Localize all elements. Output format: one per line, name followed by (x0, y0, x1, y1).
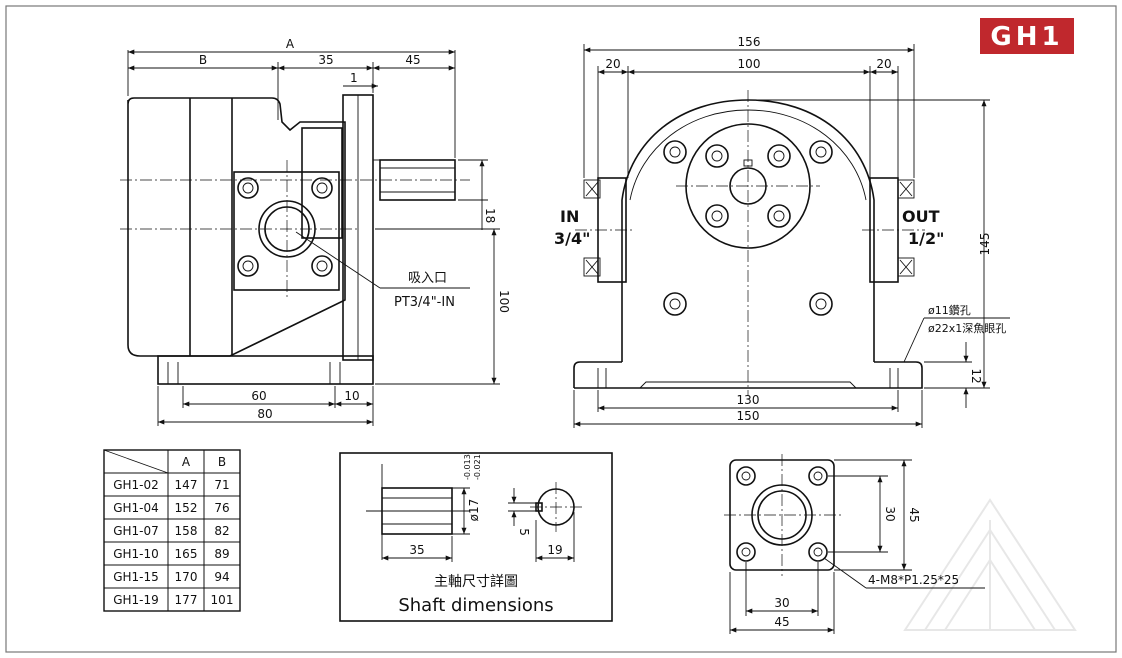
dim-130: 130 (737, 393, 760, 407)
in-size: 3/4" (554, 229, 590, 248)
shaft-detail: ø17 -0.013 -0.021 35 5 19 主軸尺寸詳圖 Shaft d… (339, 452, 613, 622)
hole-drill-label: ø11鑽孔 (928, 303, 971, 317)
dim-80: 80 (257, 407, 272, 421)
model-badge-text: GH1 (990, 22, 1063, 52)
front-bolts (663, 140, 833, 316)
dim-12: 12 (969, 368, 983, 383)
shaft-dia: ø17 (467, 499, 481, 522)
table-cell: GH1-10 (113, 547, 159, 561)
flange-dim-45-v: 45 (907, 507, 921, 522)
flange-dim-30-h: 30 (774, 596, 789, 610)
dim-10: 10 (344, 389, 359, 403)
table-header-cell: B (218, 455, 226, 469)
front-view: 156 20 100 20 IN 3/4" OUT 1/2" 145 12 ø1… (554, 35, 1010, 428)
side-view: A B 35 45 1 18 100 吸入口 PT3/4"-IN (120, 37, 511, 426)
table-cell: 71 (214, 478, 229, 492)
dim-60: 60 (251, 389, 266, 403)
table-cell: 89 (214, 547, 229, 561)
flange-bolt-label: 4-M8*P1.25*25 (868, 573, 959, 587)
watermark-logo (903, 498, 1077, 631)
table-cell: 94 (214, 570, 229, 584)
inlet-label-en: PT3/4"-IN (394, 295, 455, 310)
inlet-label-cn: 吸入口 (408, 271, 447, 286)
out-label: OUT (902, 207, 940, 226)
dim-45: 45 (405, 53, 420, 67)
shaft-dim-35: 35 (409, 543, 424, 557)
table-cell: 152 (175, 501, 198, 515)
table-cell: GH1-04 (113, 501, 159, 515)
table-cell: 82 (214, 524, 229, 538)
dim-20-right: 20 (876, 57, 891, 71)
flange-detail: 45 30 30 45 4-M8*P1.25*25 (724, 454, 985, 634)
dim-1: 1 (350, 71, 358, 85)
shaft-tol-lower: -0.021 (473, 454, 482, 480)
table-cell: GH1-02 (113, 478, 159, 492)
dim-100: 100 (497, 290, 511, 313)
dim-20-left: 20 (605, 57, 620, 71)
hole-counterbore-label: ø22x1深魚眼孔 (928, 322, 1006, 335)
shaft-dim-19: 19 (547, 543, 562, 557)
dim-156: 156 (738, 35, 761, 49)
shaft-dim-5: 5 (517, 528, 531, 536)
table-cell: 101 (211, 593, 234, 607)
out-size: 1/2" (908, 229, 944, 248)
in-label: IN (560, 207, 579, 226)
dim-18: 18 (483, 208, 497, 223)
dim-35: 35 (318, 53, 333, 67)
table-cell: GH1-07 (113, 524, 159, 538)
shaft-tol-upper: -0.013 (463, 454, 472, 480)
table-cell: GH1-15 (113, 570, 159, 584)
table-cell: 147 (175, 478, 198, 492)
model-badge: GH1 (980, 18, 1074, 54)
dim-145: 145 (978, 233, 992, 256)
table-cell: 177 (175, 593, 198, 607)
dim-b: B (199, 53, 207, 67)
table-cell: GH1-19 (113, 593, 159, 607)
shaft-title-en: Shaft dimensions (398, 595, 553, 616)
dim-100-front: 100 (738, 57, 761, 71)
dim-a: A (286, 37, 295, 51)
table-cell: 76 (214, 501, 229, 515)
table-header-cell: A (182, 455, 191, 469)
sheet-frame (5, 5, 1117, 653)
table-cell: 158 (175, 524, 198, 538)
dim-150: 150 (737, 409, 760, 423)
table-cell: 170 (175, 570, 198, 584)
flange-dim-30-v: 30 (883, 506, 897, 521)
shaft-title-cn: 主軸尺寸詳圖 (434, 574, 518, 590)
table-cell: 165 (175, 547, 198, 561)
flange-dim-45-h: 45 (774, 615, 789, 629)
